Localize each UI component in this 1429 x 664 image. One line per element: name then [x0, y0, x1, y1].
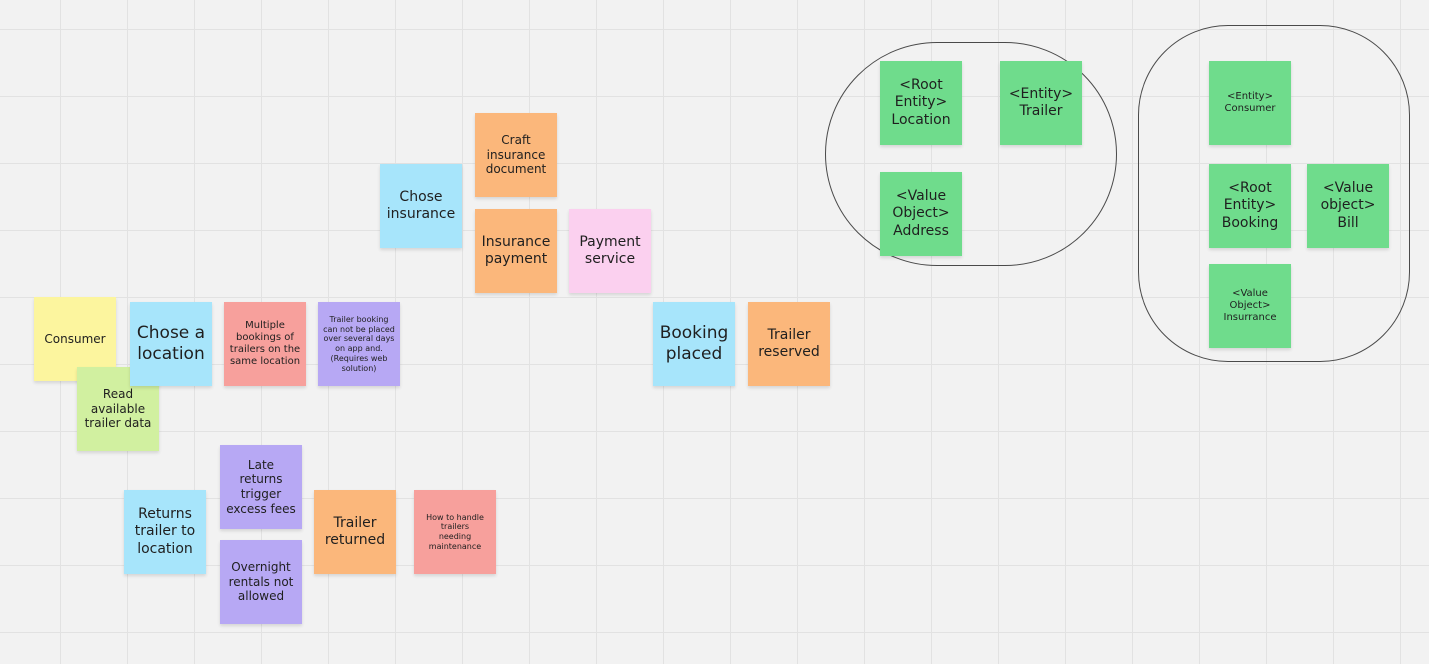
- sticky-note-root-entity-booking[interactable]: <Root Entity> Booking: [1209, 164, 1291, 248]
- note-text: Trailer booking can not be placed over s…: [323, 314, 395, 373]
- note-text: Late returns trigger excess fees: [226, 457, 296, 516]
- sticky-note-value-object-bill[interactable]: <Value object> Bill: [1307, 164, 1389, 248]
- note-text: <Root Entity> Location: [891, 77, 951, 128]
- note-text: <Root Entity> Booking: [1221, 180, 1279, 231]
- sticky-note-insurance-payment-event[interactable]: Insurance payment: [475, 209, 557, 293]
- note-text: Chose insurance: [386, 188, 456, 222]
- sticky-note-craft-insurance-event[interactable]: Craft insurance document: [475, 113, 557, 197]
- note-text: <Entity> Trailer: [1008, 85, 1074, 119]
- sticky-note-entity-trailer[interactable]: <Entity> Trailer: [1000, 61, 1082, 145]
- sticky-note-trailer-reserved-event[interactable]: Trailer reserved: [748, 302, 830, 386]
- sticky-note-root-entity-location[interactable]: <Root Entity> Location: [880, 61, 962, 145]
- note-text: Returns trailer to location: [134, 506, 196, 557]
- sticky-note-booking-rule-policy[interactable]: Trailer booking can not be placed over s…: [318, 302, 400, 386]
- note-text: Booking placed: [659, 323, 729, 364]
- sticky-note-booking-placed[interactable]: Booking placed: [653, 302, 735, 386]
- note-text: Trailer returned: [324, 514, 386, 548]
- note-text: <Value Object> Insurrance: [1223, 287, 1277, 324]
- sticky-note-entity-consumer[interactable]: <Entity> Consumer: [1209, 61, 1291, 145]
- note-text: Consumer: [44, 331, 106, 346]
- note-text: How to handle trailers needing maintenan…: [426, 512, 484, 551]
- note-text: <Value object> Bill: [1320, 180, 1376, 231]
- sticky-note-payment-service-external[interactable]: Payment service: [569, 209, 651, 293]
- sticky-note-chose-location-command[interactable]: Chose a location: [130, 302, 212, 386]
- sticky-note-trailer-returned-event[interactable]: Trailer returned: [314, 490, 396, 574]
- note-text: Read available trailer data: [84, 387, 152, 431]
- sticky-note-read-model[interactable]: Read available trailer data: [77, 367, 159, 451]
- sticky-note-maintenance-hotspot[interactable]: How to handle trailers needing maintenan…: [414, 490, 496, 574]
- location-aggregate-boundary[interactable]: [825, 42, 1117, 266]
- sticky-note-value-object-address[interactable]: <Value Object> Address: [880, 172, 962, 256]
- sticky-note-multiple-bookings-hotspot[interactable]: Multiple bookings of trailers on the sam…: [224, 302, 306, 386]
- sticky-note-late-returns-policy[interactable]: Late returns trigger excess fees: [220, 445, 302, 529]
- note-text: Chose a location: [136, 323, 206, 364]
- note-text: <Value Object> Address: [892, 188, 950, 239]
- note-text: <Entity> Consumer: [1224, 90, 1276, 114]
- note-text: Trailer reserved: [758, 326, 820, 360]
- note-text: Insurance payment: [481, 233, 551, 267]
- sticky-note-value-object-insurance[interactable]: <Value Object> Insurrance: [1209, 264, 1291, 348]
- note-text: Craft insurance document: [485, 133, 547, 177]
- booking-aggregate-boundary[interactable]: [1138, 25, 1410, 362]
- sticky-note-returns-trailer-command[interactable]: Returns trailer to location: [124, 490, 206, 574]
- sticky-note-overnight-rentals-policy[interactable]: Overnight rentals not allowed: [220, 540, 302, 624]
- note-text: Payment service: [579, 233, 641, 267]
- note-text: Overnight rentals not allowed: [228, 560, 294, 604]
- sticky-note-chose-insurance-command[interactable]: Chose insurance: [380, 164, 462, 248]
- note-text: Multiple bookings of trailers on the sam…: [229, 319, 301, 368]
